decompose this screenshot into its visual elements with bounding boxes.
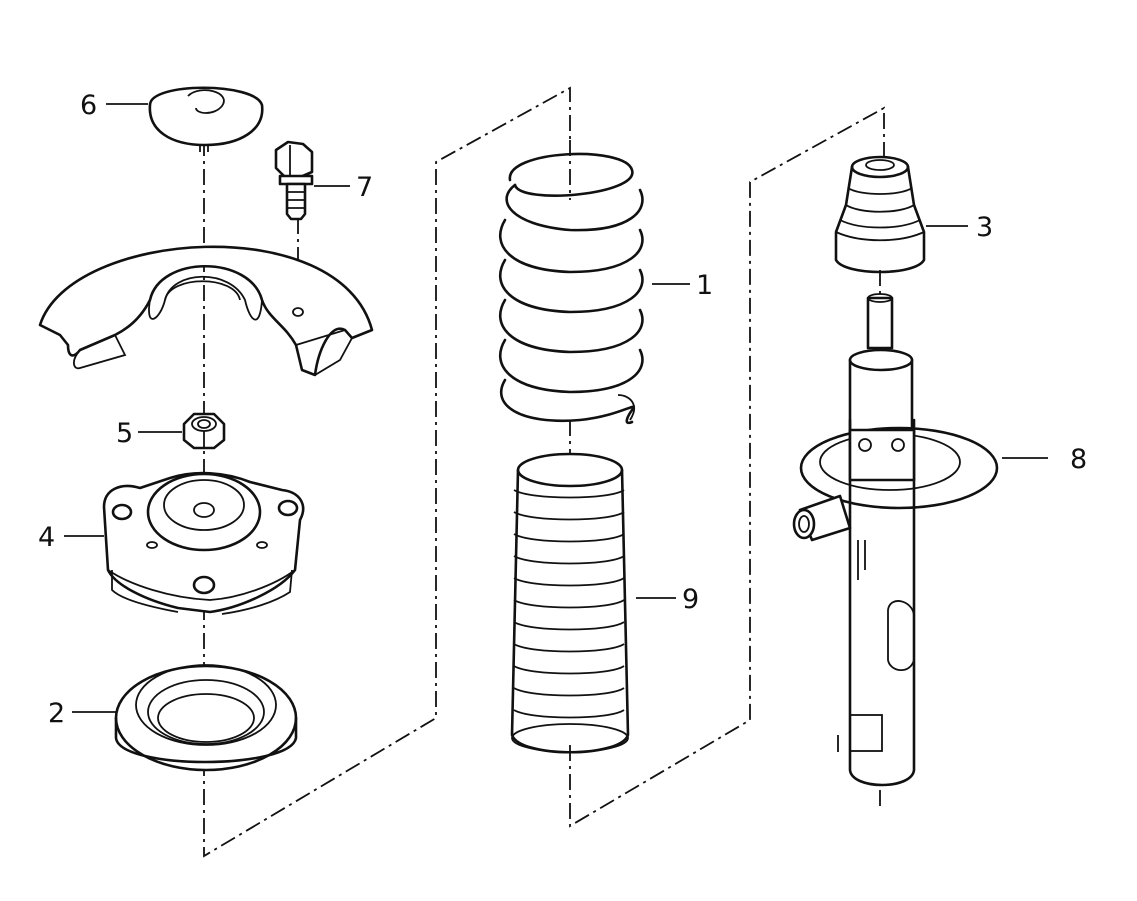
hex-nut bbox=[182, 412, 226, 450]
bump-stop bbox=[834, 155, 926, 274]
leader-lines bbox=[64, 103, 1048, 713]
right-separator-line bbox=[569, 106, 885, 828]
callout-1: 1 bbox=[696, 270, 713, 301]
callout-7: 7 bbox=[356, 172, 373, 203]
coil-spring bbox=[499, 152, 644, 425]
callout-8: 8 bbox=[1070, 444, 1087, 475]
assembly-axes bbox=[203, 86, 885, 858]
left-separator-line bbox=[203, 86, 571, 858]
protective-cap bbox=[148, 86, 264, 152]
shock-absorber bbox=[792, 293, 999, 787]
callout-labels: 6 7 1 3 8 5 4 9 2 bbox=[38, 90, 1087, 729]
callout-3: 3 bbox=[976, 212, 993, 243]
spring-shield bbox=[38, 245, 374, 377]
bolt bbox=[274, 140, 314, 221]
callout-9: 9 bbox=[682, 584, 699, 615]
strut-mount bbox=[102, 471, 305, 615]
protective-sleeve bbox=[510, 452, 630, 754]
callout-2: 2 bbox=[48, 698, 65, 729]
bearing-ring bbox=[114, 664, 298, 772]
callout-4: 4 bbox=[38, 522, 55, 553]
callout-5: 5 bbox=[116, 418, 133, 449]
callout-6: 6 bbox=[80, 90, 97, 121]
